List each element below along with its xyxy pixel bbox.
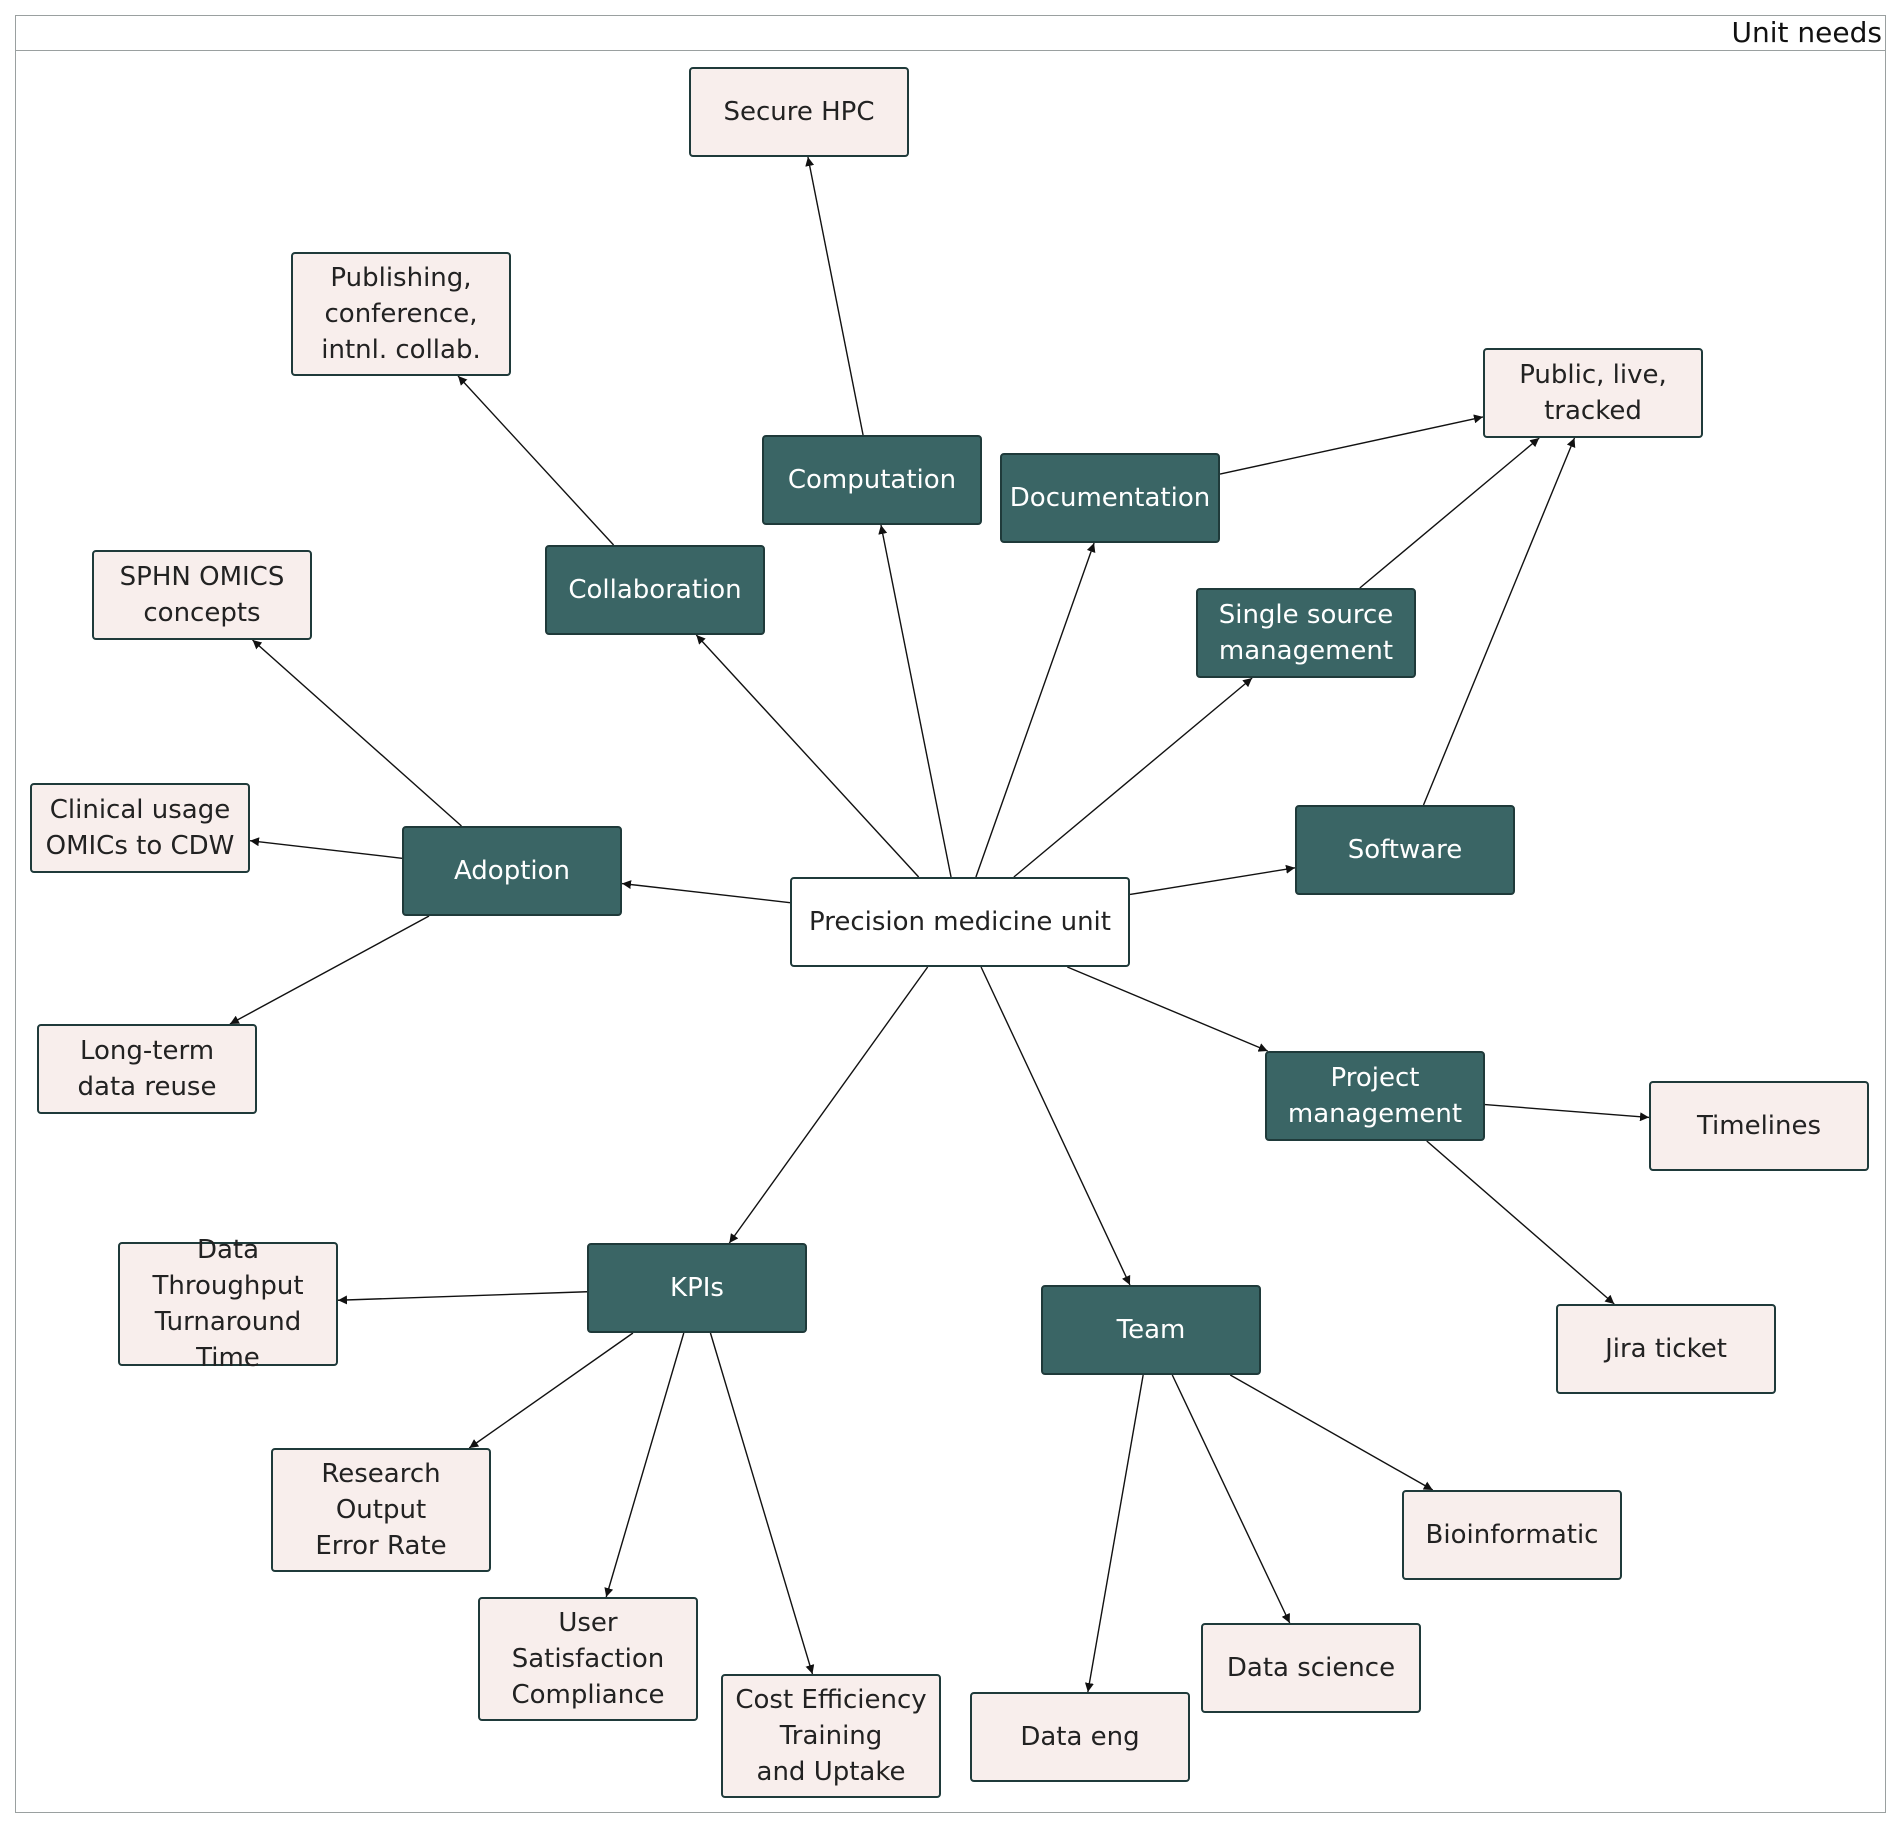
leaf-node-data-throughput[interactable]: Data Throughput Turnaround Time xyxy=(118,1235,338,1373)
leaf-node-long-term-data-reuse[interactable]: Long-term data reuse xyxy=(37,1024,257,1114)
center-node[interactable]: Precision medicine unit xyxy=(790,877,1130,967)
edge-center-to-software xyxy=(1129,864,1296,896)
edge-center-to-team xyxy=(980,966,1131,1286)
frame-title-bar: Unit needs xyxy=(15,15,1886,51)
diagram-frame xyxy=(15,15,1886,1813)
category-node-project-management[interactable]: Project management xyxy=(1265,1051,1485,1141)
edge-project_mgmt-to-timelines xyxy=(1484,1103,1650,1122)
category-node-kpis[interactable]: KPIs xyxy=(587,1243,807,1333)
frame-title: Unit needs xyxy=(1731,16,1882,49)
leaf-node-jira-ticket[interactable]: Jira ticket xyxy=(1556,1304,1776,1394)
leaf-node-public-live-tracked[interactable]: Public, live, tracked xyxy=(1483,348,1703,438)
edge-kpis-to-cost_efficiency xyxy=(709,1332,815,1675)
leaf-node-user-satisfaction[interactable]: User Satisfaction Compliance xyxy=(478,1597,698,1721)
edge-kpis-to-user_satisfaction xyxy=(604,1332,685,1598)
leaf-node-data-eng[interactable]: Data eng xyxy=(970,1692,1190,1782)
edge-adoption-to-long_term xyxy=(229,915,430,1025)
edge-documentation-to-public_live xyxy=(1219,414,1484,475)
category-node-computation[interactable]: Computation xyxy=(762,435,982,525)
edge-adoption-to-sphn_omics xyxy=(252,639,462,827)
leaf-node-cost-efficiency[interactable]: Cost Efficiency Training and Uptake xyxy=(721,1674,941,1798)
category-node-adoption[interactable]: Adoption xyxy=(402,826,622,916)
edge-project_mgmt-to-jira xyxy=(1426,1140,1615,1305)
edge-collaboration-to-publishing xyxy=(457,375,615,546)
leaf-node-timelines[interactable]: Timelines xyxy=(1649,1081,1869,1171)
edge-center-to-computation xyxy=(878,524,952,878)
edge-team-to-data_science xyxy=(1171,1374,1291,1624)
leaf-node-data-science[interactable]: Data science xyxy=(1201,1623,1421,1713)
leaf-node-publishing[interactable]: Publishing, conference, intnl. collab. xyxy=(291,252,511,376)
edge-software-to-public_live xyxy=(1422,437,1576,806)
edge-center-to-single_source xyxy=(1013,677,1253,878)
category-node-single-source-management[interactable]: Single source management xyxy=(1196,588,1416,678)
category-node-software[interactable]: Software xyxy=(1295,805,1515,895)
leaf-node-sphn-omics[interactable]: SPHN OMICS concepts xyxy=(92,550,312,640)
edge-center-to-collaboration xyxy=(695,634,920,878)
category-node-collaboration[interactable]: Collaboration xyxy=(545,545,765,635)
leaf-node-secure-hpc[interactable]: Secure HPC xyxy=(689,67,909,157)
edge-center-to-project_mgmt xyxy=(1067,966,1268,1052)
leaf-node-clinical-usage[interactable]: Clinical usage OMICs to CDW xyxy=(30,783,250,873)
edge-computation-to-secure_hpc xyxy=(805,156,864,436)
edge-team-to-data_eng xyxy=(1084,1374,1144,1693)
edge-center-to-adoption xyxy=(621,880,791,904)
edge-kpis-to-research_output xyxy=(468,1332,634,1449)
edge-kpis-to-data_throughput xyxy=(337,1291,588,1305)
edge-center-to-kpis xyxy=(728,966,929,1244)
category-node-documentation[interactable]: Documentation xyxy=(1000,453,1220,543)
category-node-team[interactable]: Team xyxy=(1041,1285,1261,1375)
edge-team-to-bioinformatic xyxy=(1229,1374,1434,1491)
leaf-node-research-output[interactable]: Research Output Error Rate xyxy=(271,1448,491,1572)
edge-center-to-documentation xyxy=(975,542,1096,878)
edge-single_source-to-public_live xyxy=(1359,437,1540,589)
leaf-node-bioinformatic[interactable]: Bioinformatic xyxy=(1402,1490,1622,1580)
edge-adoption-to-clinical_usage xyxy=(249,837,403,859)
